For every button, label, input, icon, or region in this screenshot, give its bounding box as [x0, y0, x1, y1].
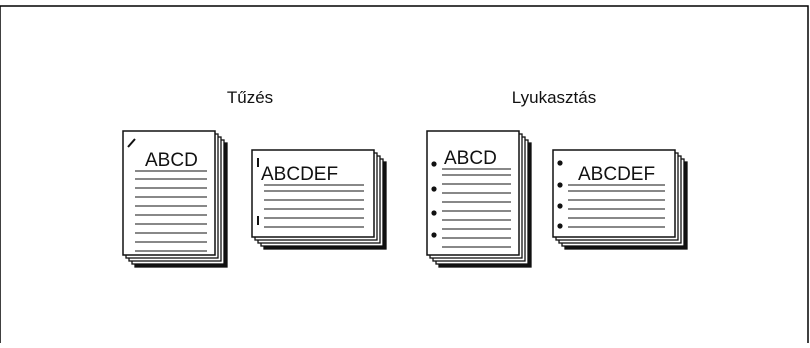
sheet-text: ABCD	[444, 148, 497, 169]
paper-stack-landscape: ABCDEF	[552, 149, 688, 250]
sheet-text: ABCDEF	[578, 164, 655, 185]
punch-hole	[557, 160, 563, 166]
stapling-title: Tűzés	[226, 88, 274, 107]
punch-hole	[557, 182, 563, 188]
sheet-text: ABCD	[145, 150, 198, 171]
paper-stack-portrait: ABCD	[426, 130, 532, 268]
punch-hole	[431, 161, 437, 167]
front-sheet	[122, 130, 216, 256]
punch-hole	[557, 203, 563, 209]
sheet-text: ABCDEF	[261, 164, 338, 185]
paper-stack-landscape: ABCDEF	[251, 149, 387, 250]
punch-hole	[431, 210, 437, 216]
front-sheet	[552, 149, 676, 238]
punch-hole	[431, 186, 437, 192]
paper-stack-portrait: ABCD	[122, 130, 228, 268]
punching-title: Lyukasztás	[511, 88, 597, 107]
punch-hole	[431, 232, 437, 238]
staple-mark	[127, 138, 136, 148]
punch-hole	[557, 223, 563, 229]
front-sheet	[251, 149, 375, 238]
